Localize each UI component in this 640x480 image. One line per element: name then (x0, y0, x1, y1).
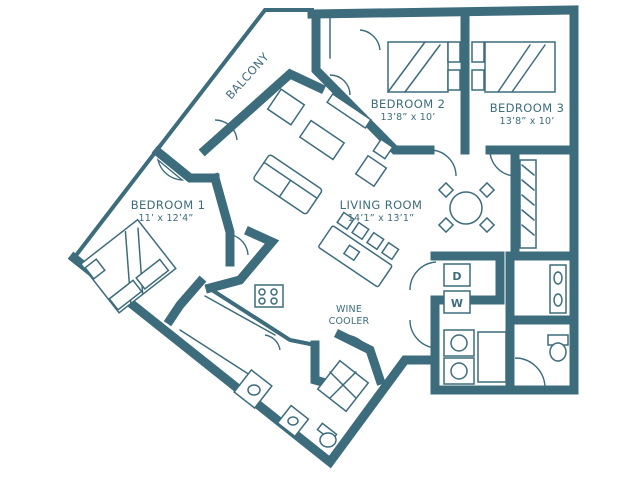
bedroom-3-name: BEDROOM 3 (490, 101, 565, 115)
dining-table (437, 181, 496, 234)
closets (179, 159, 537, 376)
doors (156, 29, 546, 389)
bedroom-3-bed (471, 41, 556, 93)
wine-cooler-line-2: COOLER (329, 316, 370, 327)
kitchen-island (318, 211, 400, 288)
laundry (443, 263, 507, 385)
bedroom-2-dims: 13’8” x 10’ (380, 112, 435, 123)
bedroom-2-name: BEDROOM 2 (371, 97, 446, 111)
living-room-dims: 14’1” x 13’1” (348, 213, 414, 224)
kitchen-counter (254, 284, 284, 308)
interior-walls (163, 9, 579, 396)
living-room-name: LIVING ROOM (340, 198, 423, 212)
bedroom-3-dims: 13’8” x 10’ (499, 116, 554, 127)
bedroom-2-bed (387, 41, 461, 93)
bathroom-1 (233, 368, 338, 448)
bedroom-1-bed (79, 218, 177, 314)
bedroom-1-name: BEDROOM 1 (131, 198, 206, 212)
bedroom-1-dims: 11’ x 12’4” (138, 213, 193, 224)
entry-closet (316, 359, 370, 413)
washer-label: W (451, 297, 463, 310)
living-room-furniture (253, 88, 394, 215)
dryer-label: D (452, 270, 461, 283)
wine-cooler-line-1: WINE (336, 304, 362, 315)
bathroom-2 (547, 264, 569, 362)
